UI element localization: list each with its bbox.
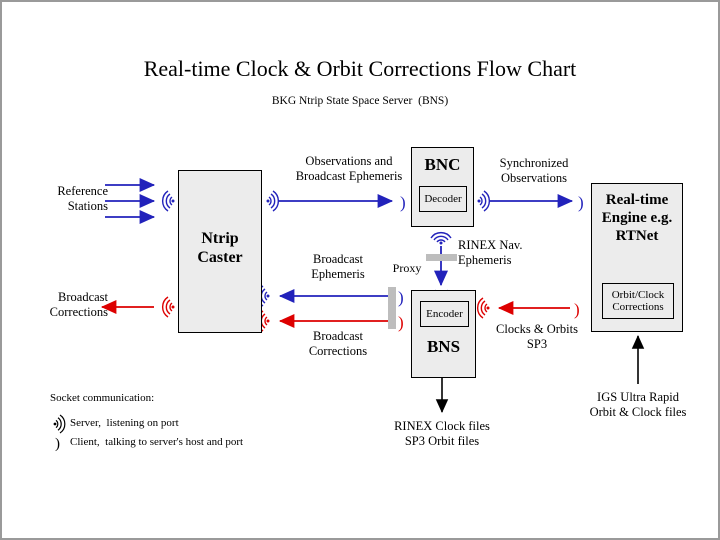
server-socket-icon-bnc-out: [476, 190, 491, 212]
box-bnc-label: BNC: [424, 155, 461, 174]
client-socket-icon-bns-corr: ): [398, 313, 404, 332]
proxy-bar: [388, 287, 396, 329]
box-orbit-clock-corrections[interactable]: Orbit/Clock Corrections: [602, 283, 674, 319]
client-socket-icon-bns-eph: ): [398, 288, 404, 307]
arrow-reference-stations: [105, 177, 156, 225]
box-bns-encoder[interactable]: Encoder: [420, 301, 469, 327]
server-socket-icon-caster-in: [161, 190, 176, 212]
rinex-nav-file-bar: [426, 254, 457, 261]
box-bns-label: BNS: [426, 337, 461, 356]
box-bnc-decoder[interactable]: Decoder: [419, 186, 467, 212]
label-proxy: Proxy: [392, 261, 422, 275]
server-socket-icon-caster-obs: [265, 190, 280, 212]
label-igs-ultra-rapid: IGS Ultra Rapid Orbit & Clock files: [589, 390, 687, 419]
box-ntrip-caster[interactable]: Ntrip Caster: [178, 170, 262, 333]
label-broadcast-corrections-left: Broadcast Corrections: [49, 290, 108, 319]
legend-client-text: Client, talking to server's host and por…: [70, 436, 244, 448]
legend-server-text: Server, listening on port: [70, 417, 179, 429]
client-socket-icon-engine-in: ): [578, 193, 584, 212]
legend-client-icon: ): [55, 436, 60, 452]
box-realtime-engine[interactable]: Real-time Engine e.g. RTNet Orbit/Clock …: [591, 183, 683, 332]
legend-heading: Socket communication:: [50, 392, 155, 404]
box-ntrip-caster-label: Ntrip Caster: [197, 230, 243, 267]
box-bns[interactable]: Encoder BNS: [411, 290, 476, 378]
label-broadcast-ephemeris: Broadcast Ephemeris: [311, 252, 365, 281]
label-reference-stations: Reference Stations: [57, 184, 108, 213]
label-clocks-orbits-sp3: Clocks & Orbits SP3: [496, 322, 578, 351]
label-rinex-clock-files: RINEX Clock files SP3 Orbit files: [394, 419, 490, 448]
client-socket-icon-engine-out: ): [574, 300, 580, 319]
server-socket-icon-caster-out: [162, 296, 175, 318]
page-title: Real-time Clock & Orbit Corrections Flow…: [143, 56, 577, 81]
box-realtime-engine-label: Real-time Engine e.g. RTNet: [601, 192, 673, 244]
legend-server-icon: [53, 414, 66, 434]
label-rinex-nav-ephemeris: RINEX Nav. Ephemeris: [458, 238, 523, 267]
page-subtitle: BKG Ntrip State Space Server (BNS): [271, 95, 449, 107]
box-bnc[interactable]: BNC Decoder: [411, 147, 474, 227]
client-socket-icon-bnc-in: ): [400, 193, 406, 212]
label-observations-broadcast-ephemeris: Observations and Broadcast Ephemeris: [295, 154, 403, 183]
server-socket-icon-bns-sp3: [477, 297, 490, 319]
label-broadcast-corrections-mid: Broadcast Corrections: [308, 329, 368, 358]
label-synchronized-observations: Synchronized Observations: [499, 156, 569, 185]
server-socket-icon-rinex-nav: [430, 231, 452, 246]
